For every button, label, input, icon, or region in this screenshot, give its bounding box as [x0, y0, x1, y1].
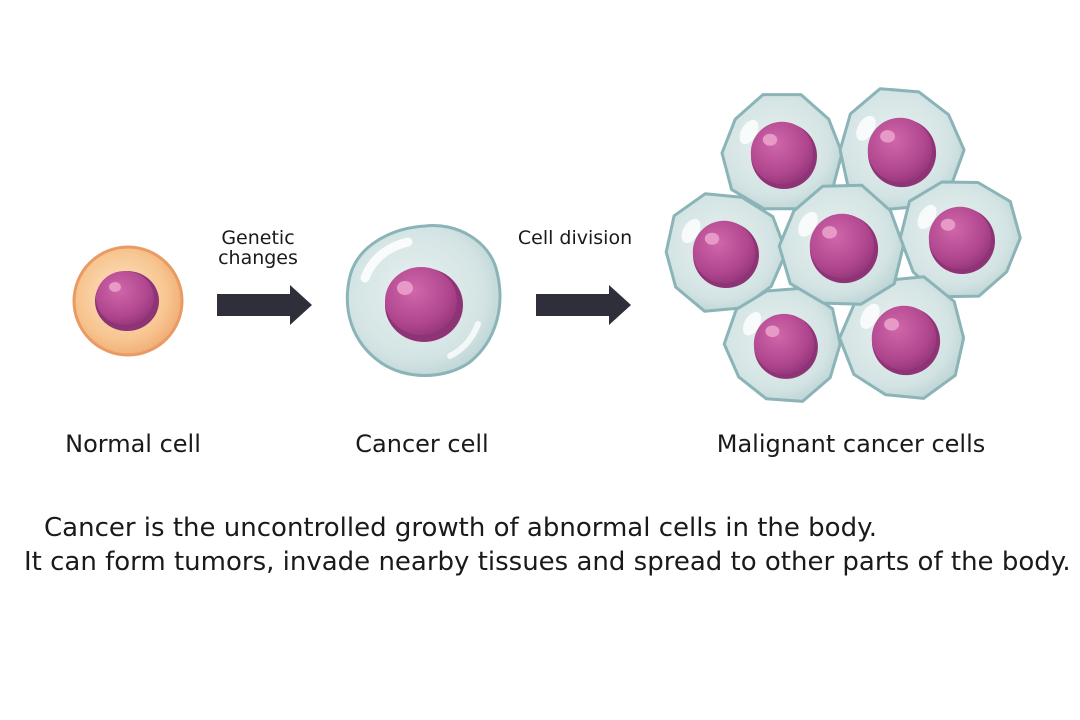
malignant-cell-nucleus: [809, 213, 875, 279]
genetic-changes-label-line1: Genetic: [221, 227, 294, 249]
malignant-cell: [898, 180, 1022, 299]
normal-cell: [72, 245, 184, 357]
normal-cell-nucleolus: [109, 282, 121, 292]
malignant-cell-nucleus: [692, 220, 756, 284]
malignant-cell-nucleus: [928, 206, 992, 270]
malignant-cell: [838, 275, 966, 400]
malignant-cell-nucleus: [753, 313, 815, 375]
cancer-cell-nucleus: [385, 267, 457, 335]
genetic-changes-label-line2: changes: [218, 247, 298, 269]
malignant-cell-nucleus: [867, 117, 933, 183]
malignant-cell-nucleus: [871, 305, 937, 371]
malignant-cell: [777, 183, 905, 306]
caption-line-2: It can form tumors, invade nearby tissue…: [24, 547, 1071, 577]
normal-cell-label: Normal cell: [65, 430, 201, 458]
genetic-changes-arrow: [217, 285, 312, 325]
malignant-cell: [722, 286, 842, 403]
cancer-cell: [345, 223, 502, 377]
malignant-cell: [720, 93, 844, 211]
cell-division-label: Cell division: [518, 227, 632, 249]
cancer-cell-label: Cancer cell: [355, 430, 488, 458]
malignant-cell-cluster: [664, 87, 1022, 403]
normal-cell-nucleus: [96, 271, 154, 325]
cell-division-arrow: [536, 285, 631, 325]
malignant-cell: [664, 192, 788, 313]
cancer-cell-nucleolus: [397, 281, 413, 295]
malignant-cell-nucleus: [750, 121, 814, 185]
malignant-cells-label: Malignant cancer cells: [717, 430, 986, 458]
caption-line-1: Cancer is the uncontrolled growth of abn…: [44, 513, 878, 543]
